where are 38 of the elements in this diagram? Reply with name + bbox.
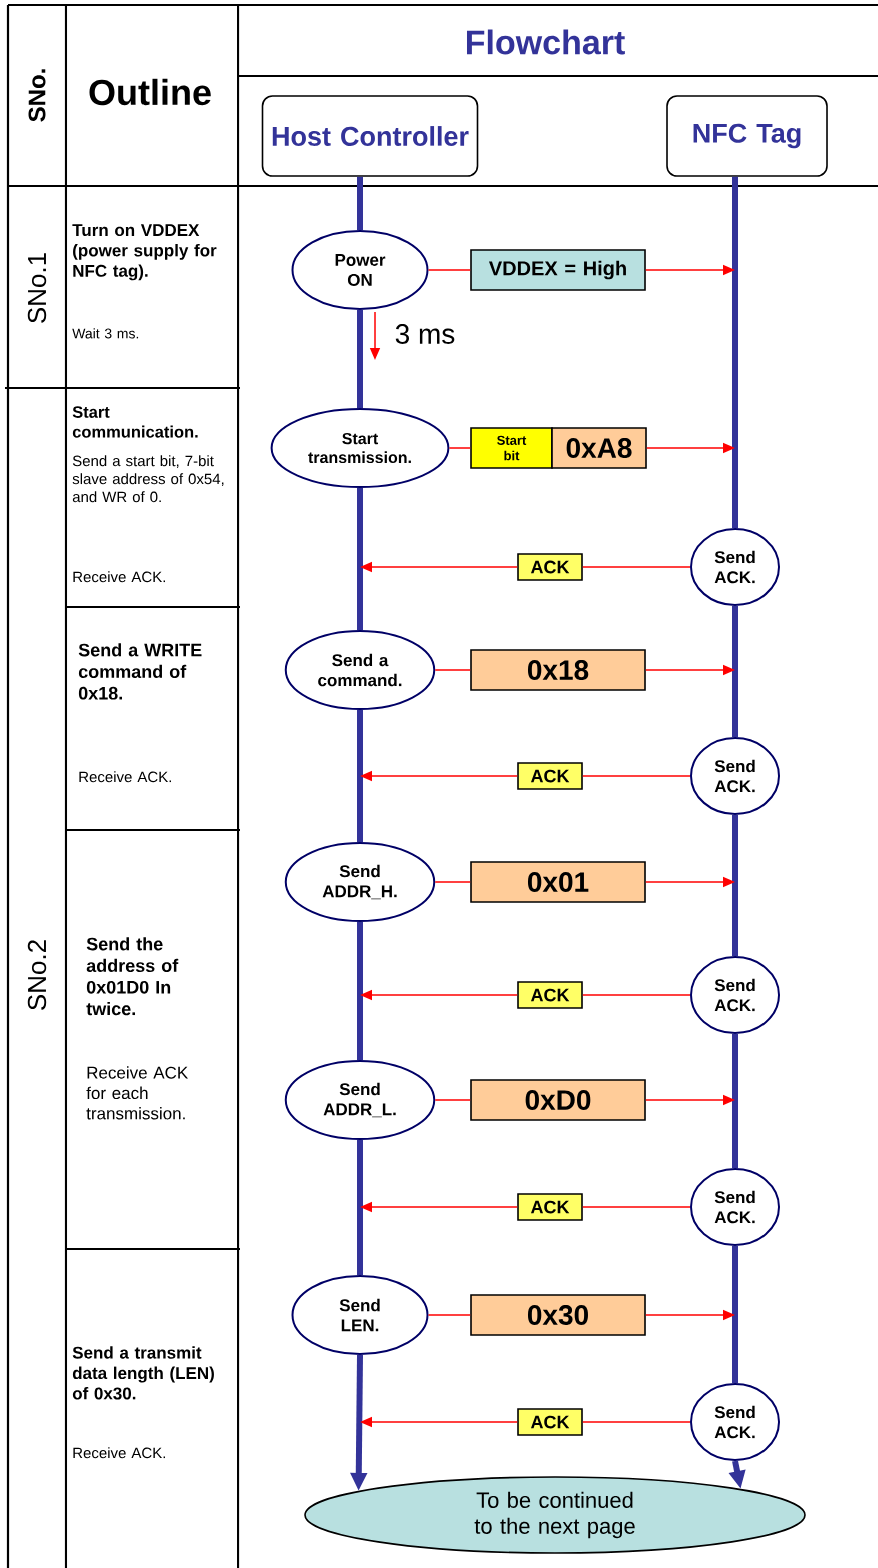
lifeline [357,488,363,630]
ack-box: ACK [517,1193,583,1221]
lifeline [357,1140,363,1275]
outline-text: Receive ACK. [73,571,165,583]
outline-text: Send a start bit, 7-bit slave address of 0x54, and WR of 0. [72,455,224,503]
column-header: Flowchart [467,29,625,55]
outline-text: Send a transmit data length (LEN) of 0x30. [72,1346,214,1400]
duration-label: 3 ms [395,324,455,344]
lifeline [732,176,738,528]
lane-header-box: NFC Tag [666,95,828,177]
message-box: 0x18 [470,649,646,691]
outline-text: Receive ACK for each transmission. [86,1066,189,1120]
outline-text: Send a WRITE command of 0x18. [78,643,202,700]
outline-text: Start communication. [72,406,198,438]
outline-text: Receive ACK. [79,771,171,783]
step-number: SNo.1 [27,253,47,323]
outline-text: Receive ACK. [73,1447,165,1459]
column-header: Outline [89,78,211,106]
outline-text: Send the address of 0x01D0 In twice. [86,937,179,1016]
message-box: 0x30 [470,1294,646,1336]
message-box: 0xD0 [470,1079,646,1121]
lifeline [357,176,363,230]
message-box: VDDEX = High [470,249,646,291]
ack-box: ACK [517,1408,583,1436]
lifeline [357,922,363,1060]
lifeline [357,710,363,842]
outline-text: Turn on VDDEX (power supply for NFC tag). [72,224,217,281]
message-box: 0xA8 [551,427,647,469]
ack-box: ACK [517,981,583,1009]
column-header: SNo. [28,69,46,122]
ack-box: ACK [517,553,583,581]
ack-box: ACK [517,762,583,790]
message-box: Start bit [470,427,553,469]
outline-text: Wait 3 ms. [72,328,139,339]
message-box: 0x01 [470,861,646,903]
lifeline [357,310,363,408]
step-number: SNo.2 [27,940,47,1010]
lane-header-box: Host Controller [261,95,479,177]
